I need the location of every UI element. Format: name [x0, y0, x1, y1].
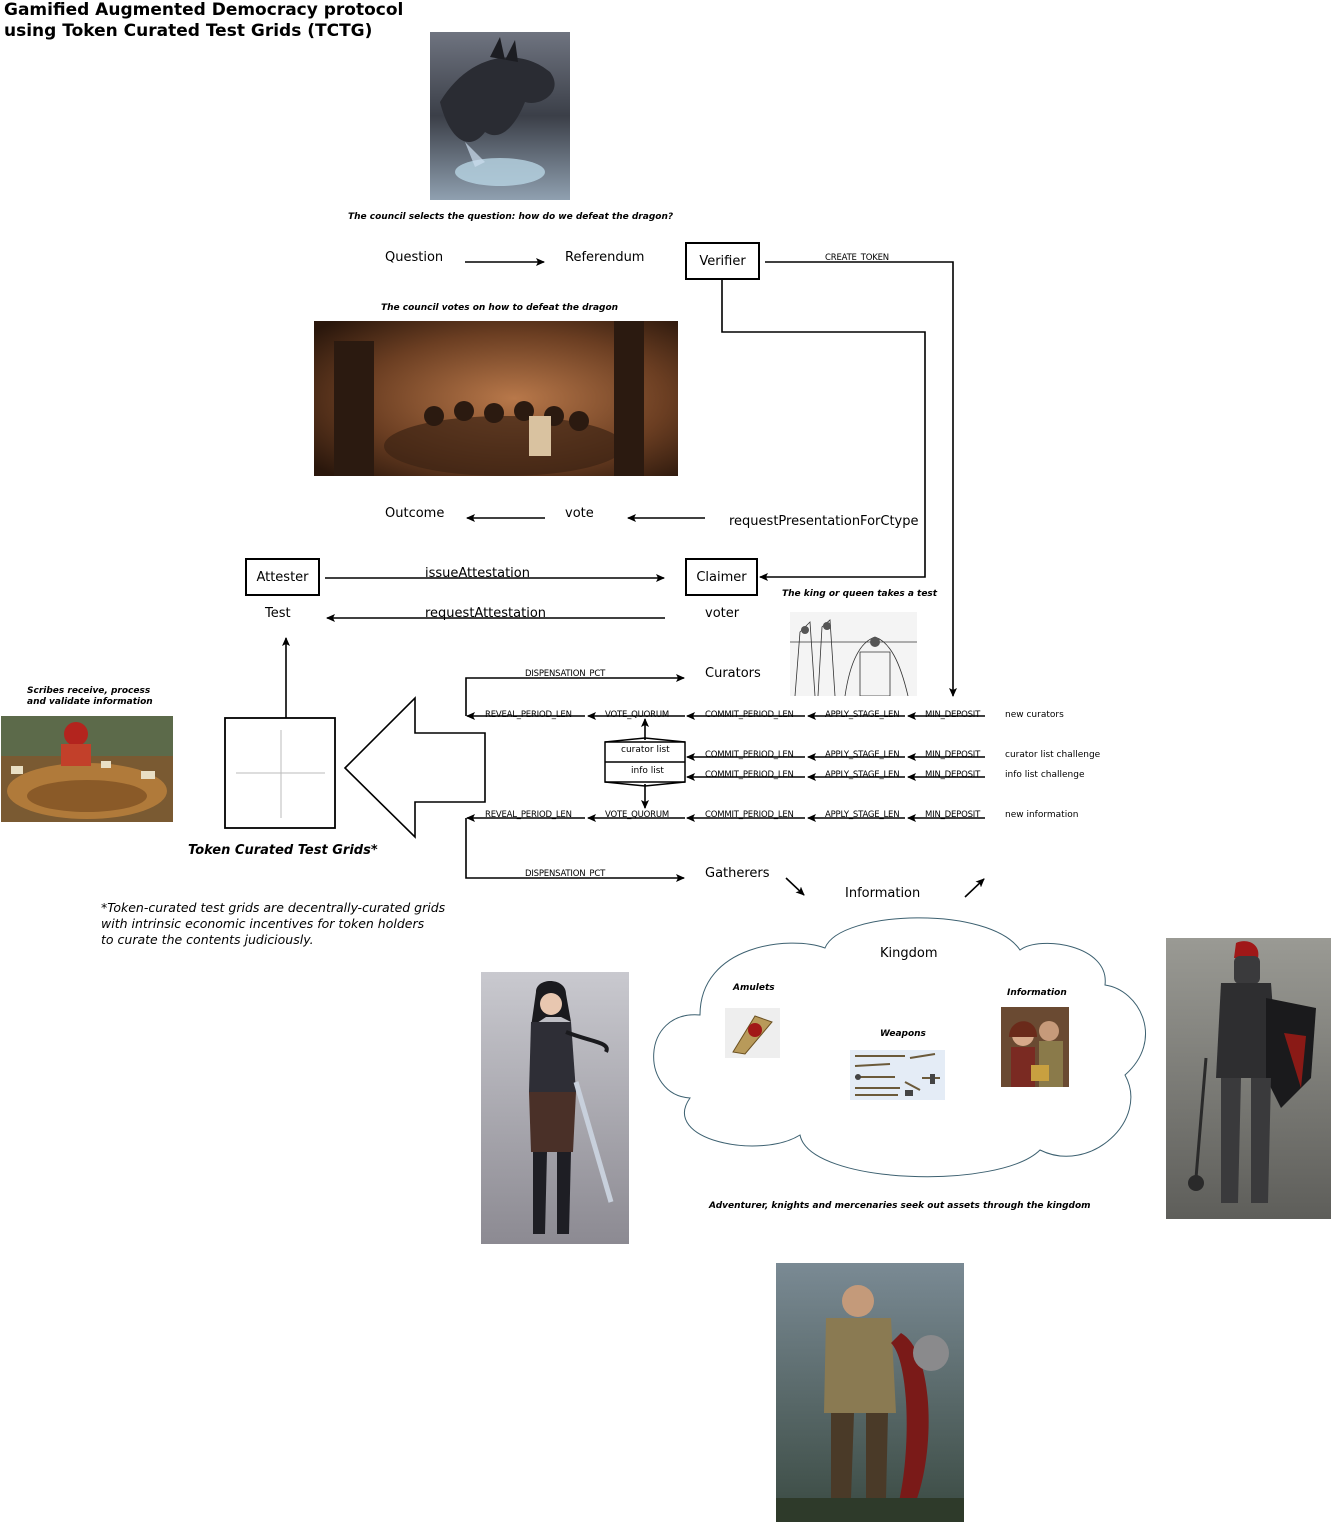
arrow-dispensation-gatherers: [465, 818, 685, 882]
request-attestation-label: requestAttestation: [425, 606, 547, 621]
dispensation-pct-curators: DISPENSATION_PCT: [525, 669, 606, 679]
scribes-caption-line-1: Scribes receive, process: [27, 686, 151, 696]
kingdom-title: Kingdom: [880, 946, 938, 961]
referendum-label: Referendum: [565, 250, 645, 265]
arrow-create-token: [765, 261, 957, 697]
apply-stage-len-curators: APPLY_STAGE_LEN: [825, 710, 900, 720]
footnote-line-3: to curate the contents judiciously.: [101, 932, 314, 947]
verifier-box: Verifier: [685, 242, 760, 280]
knight-image: [1166, 938, 1331, 1219]
apply-stage-len-info: APPLY_STAGE_LEN: [825, 810, 900, 820]
king-caption: The king or queen takes a test: [782, 589, 938, 599]
min-deposit-info-challenge: MIN_DEPOSIT: [925, 770, 981, 780]
new-information-label: new information: [1005, 810, 1079, 820]
adventurers-caption: Adventurer, knights and mercenaries seek…: [709, 1201, 1091, 1211]
council-caption: The council votes on how to defeat the d…: [381, 303, 619, 313]
grid-caption: Token Curated Test Grids*: [188, 843, 378, 858]
list-container-shape: [604, 737, 686, 787]
council-image: [314, 321, 678, 476]
amulet-image: [725, 1008, 780, 1058]
outcome-label: Outcome: [385, 506, 445, 521]
information-image: [1001, 1007, 1069, 1087]
info-list-label: info list: [631, 766, 664, 776]
curator-list-label: curator list: [621, 745, 670, 755]
arrow-verifier-claimer: [721, 280, 926, 581]
dispensation-pct-gatherers: DISPENSATION_PCT: [525, 869, 606, 879]
issue-attestation-label: issueAttestation: [425, 566, 530, 581]
commit-period-len-curators: COMMIT_PERIOD_LEN: [705, 710, 794, 720]
dragon-caption: The council selects the question: how do…: [348, 212, 674, 222]
vote-label: vote: [565, 506, 594, 521]
footnote-line-2: with intrinsic economic incentives for t…: [101, 916, 425, 931]
arrow-dispensation-curators: [465, 674, 685, 716]
information-label: Information: [845, 886, 921, 901]
test-grid-box: [224, 717, 336, 829]
diagram-title: Gamified Augmented Democracy protocol us…: [4, 0, 403, 42]
kingdom-cloud: [653, 917, 1146, 1178]
scribes-image: [1, 716, 173, 822]
mercenary-image: [776, 1263, 964, 1522]
title-line-2: using Token Curated Test Grids (TCTG): [4, 21, 373, 41]
scribes-caption-line-2: and validate information: [27, 697, 153, 707]
vote-quorum-info: VOTE_QUORUM: [605, 810, 670, 820]
apply-stage-len-curator-challenge: APPLY_STAGE_LEN: [825, 750, 900, 760]
curator-list-challenge-label: curator list challenge: [1005, 750, 1101, 760]
weapons-label: Weapons: [880, 1029, 926, 1039]
information-kingdom-label: Information: [1007, 988, 1067, 998]
curators-label: Curators: [705, 666, 761, 681]
reveal-period-len-info: REVEAL_PERIOD_LEN: [485, 810, 572, 820]
create-token-label: CREATE_TOKEN: [825, 253, 889, 263]
min-deposit-curator-challenge: MIN_DEPOSIT: [925, 750, 981, 760]
amulets-label: Amulets: [733, 983, 775, 993]
vote-quorum-curators: VOTE_QUORUM: [605, 710, 670, 720]
attester-box: Attester: [245, 558, 320, 596]
voter-label: voter: [705, 606, 740, 621]
gatherers-label: Gatherers: [705, 866, 770, 881]
info-list-challenge-label: info list challenge: [1005, 770, 1085, 780]
commit-period-len-curator-challenge: COMMIT_PERIOD_LEN: [705, 750, 794, 760]
request-presentation-label: requestPresentationForCtype: [729, 514, 919, 529]
king-image: [790, 612, 917, 696]
reveal-period-len-curators: REVEAL_PERIOD_LEN: [485, 710, 572, 720]
footnote-line-1: *Token-curated test grids are decentrall…: [101, 900, 446, 915]
title-line-1: Gamified Augmented Democracy protocol: [4, 0, 404, 20]
big-left-arrow: [343, 696, 486, 839]
test-label: Test: [265, 606, 291, 621]
heroine-image: [481, 972, 629, 1244]
claimer-box: Claimer: [685, 558, 758, 596]
dragon-image: [430, 32, 570, 200]
min-deposit-info: MIN_DEPOSIT: [925, 810, 981, 820]
min-deposit-curators: MIN_DEPOSIT: [925, 710, 981, 720]
new-curators-label: new curators: [1005, 710, 1064, 720]
commit-period-len-info-challenge: COMMIT_PERIOD_LEN: [705, 770, 794, 780]
question-label: Question: [385, 250, 444, 265]
apply-stage-len-info-challenge: APPLY_STAGE_LEN: [825, 770, 900, 780]
commit-period-len-info: COMMIT_PERIOD_LEN: [705, 810, 794, 820]
weapons-image: [850, 1050, 945, 1100]
footnote: *Token-curated test grids are decentrall…: [101, 900, 445, 948]
scribes-caption: Scribes receive, process and validate in…: [27, 686, 153, 708]
